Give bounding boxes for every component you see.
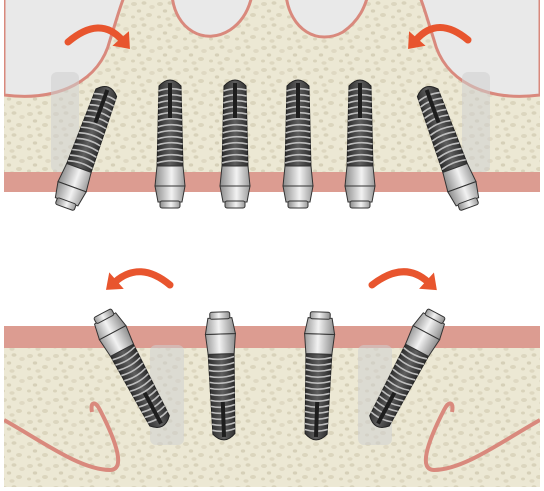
curved-arrow-left-icon-lower bbox=[106, 272, 170, 290]
implant-upper-2 bbox=[155, 80, 185, 208]
lower-gum-line bbox=[4, 326, 540, 348]
implant-upper-4 bbox=[283, 80, 313, 208]
implant-upper-3 bbox=[220, 80, 250, 208]
curved-arrow-right-icon-lower bbox=[372, 272, 437, 290]
lower-jaw bbox=[4, 326, 540, 487]
implant-upper-5 bbox=[345, 80, 375, 208]
ghost-implant-upper-right bbox=[462, 72, 490, 172]
